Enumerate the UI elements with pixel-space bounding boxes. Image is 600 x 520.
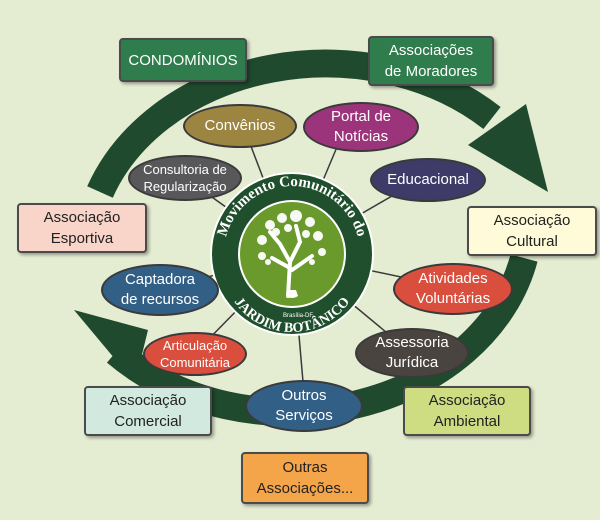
box-associacao-comercial[interactable]: Associação Comercial bbox=[84, 386, 212, 436]
oval-consultoria-regularizacao[interactable]: Consultoria de Regularização bbox=[128, 155, 242, 201]
box-associacao-ambiental[interactable]: Associação Ambiental bbox=[403, 386, 531, 436]
box-associacao-esportiva[interactable]: Associação Esportiva bbox=[17, 203, 147, 253]
center-small-text: Brasília-DF bbox=[283, 313, 313, 319]
oval-captadora-recursos[interactable]: Captadora de recursos bbox=[101, 264, 219, 316]
oval-atividades-voluntarias[interactable]: Atividades Voluntárias bbox=[393, 263, 513, 315]
tree-icon bbox=[257, 210, 326, 298]
box-associacoes-moradores[interactable]: Associações de Moradores bbox=[368, 36, 494, 86]
cycle-arrowhead-top bbox=[468, 104, 548, 192]
oval-outros-servicos[interactable]: Outros Serviços bbox=[245, 380, 363, 432]
oval-articulacao-comunitaria[interactable]: Articulação Comunitária bbox=[143, 332, 247, 376]
box-condominios[interactable]: CONDOMÍNIOS bbox=[119, 38, 247, 82]
oval-assessoria-juridica[interactable]: Assessoria Jurídica bbox=[355, 328, 469, 378]
oval-portal-noticias[interactable]: Portal de Notícias bbox=[303, 102, 419, 152]
oval-convenios[interactable]: Convênios bbox=[183, 104, 297, 148]
oval-educacional[interactable]: Educacional bbox=[370, 158, 486, 202]
cycle-arrowhead-bottom bbox=[74, 310, 148, 383]
box-outras-associacoes[interactable]: Outras Associações... bbox=[241, 452, 369, 504]
center-logo: Movimento Comunitário do JARDIM BOTÂNICO bbox=[210, 172, 374, 336]
box-associacao-cultural[interactable]: Associação Cultural bbox=[467, 206, 597, 256]
